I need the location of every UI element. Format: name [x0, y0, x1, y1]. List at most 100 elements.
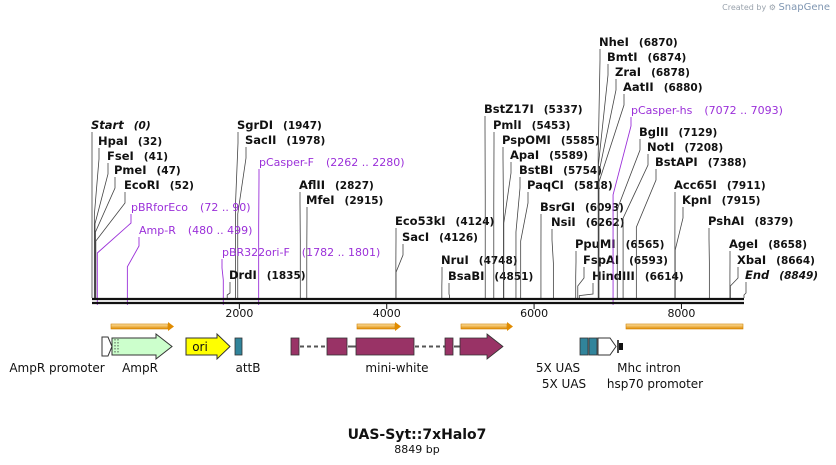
site-start: Start(0) [91, 118, 151, 298]
feature-ampr: AmpR [111, 332, 173, 375]
feature-mhc-intron: Mhc intron [617, 340, 681, 375]
mhc-intron-label: Mhc intron [617, 361, 681, 375]
feature-uas: 5X UAS 5X UAS [536, 337, 598, 391]
svg-text:XbaI(8664): XbaI(8664) [737, 253, 815, 267]
svg-text:Acc65I(7911): Acc65I(7911) [674, 178, 766, 192]
svg-text:PmeI(47): PmeI(47) [114, 163, 181, 177]
feature-mini-white: mini-white [290, 333, 504, 375]
primer-pbrforeco: pBRforEco(72 .. 90) [96, 201, 251, 305]
ori-label: ori [192, 340, 208, 354]
svg-text:BstZ17I(5337): BstZ17I(5337) [484, 102, 583, 116]
site-bstbi: BstBI(5754) [515, 163, 602, 298]
svg-text:Start(0): Start(0) [91, 118, 151, 132]
svg-text:2000: 2000 [225, 307, 253, 320]
svg-text:Amp-R(480 .. 499): Amp-R(480 .. 499) [139, 224, 252, 237]
svg-text:PspOMI(5585): PspOMI(5585) [502, 133, 600, 147]
svg-text:8000: 8000 [667, 307, 695, 320]
orf-bar [356, 322, 401, 331]
svg-text:AgeI(8658): AgeI(8658) [729, 237, 807, 251]
svg-text:PaqCI(5818): PaqCI(5818) [527, 178, 613, 192]
svg-text:PpuMI(6565): PpuMI(6565) [575, 237, 664, 251]
svg-text:BmtI(6874): BmtI(6874) [607, 50, 686, 64]
hsp70-promoter-label: hsp70 promoter [607, 377, 703, 391]
primer-pbr322ori-f: pBR322ori-F(1782 .. 1801) [221, 246, 380, 305]
svg-text:KpnI(7915): KpnI(7915) [682, 193, 760, 207]
svg-text:ZraI(6878): ZraI(6878) [615, 65, 690, 79]
svg-text:SgrDI(1947): SgrDI(1947) [237, 118, 322, 132]
svg-text:EcoRI(52): EcoRI(52) [124, 178, 194, 192]
svg-text:PmlI(5453): PmlI(5453) [493, 118, 570, 132]
attb-label: attB [236, 361, 261, 375]
svg-text:pBRforEco(72 .. 90): pBRforEco(72 .. 90) [131, 201, 251, 214]
site-saci: SacI(4126) [395, 230, 478, 298]
orf-bars [110, 322, 744, 331]
tick-2000: 2000 [225, 304, 253, 320]
site-xbai: XbaI(8664) [729, 253, 815, 298]
primer-sites: pBRforEco(72 .. 90) Amp-R(480 .. 499) pCas… [96, 104, 783, 305]
svg-text:NsiI(6262): NsiI(6262) [551, 215, 625, 229]
site-eco53ki: Eco53kI(4124) [395, 214, 494, 298]
restriction-sites: Start(0) HpaI(32)FseI(41)PmeI(47)EcoRI(52… [91, 35, 818, 298]
svg-text:pBR322ori-F(1782 .. 1801): pBR322ori-F(1782 .. 1801) [222, 246, 380, 259]
site-kpni: KpnI(7915) [674, 193, 760, 298]
svg-text:4000: 4000 [373, 307, 401, 320]
tick-6000: 6000 [520, 304, 548, 320]
site-aflii: AflII(2827) [299, 178, 374, 298]
svg-text:Eco53kI(4124): Eco53kI(4124) [395, 214, 494, 228]
site-paqci: PaqCI(5818) [520, 178, 613, 298]
svg-text:NruI(4748): NruI(4748) [441, 253, 518, 267]
feature-ori: ori [185, 332, 231, 361]
credit-created-by: Created by [722, 3, 767, 12]
site-bmti: BmtI(6874) [598, 50, 686, 298]
svg-text:HindIII(6614): HindIII(6614) [592, 269, 684, 283]
orf-bar [110, 322, 174, 331]
dna-backbone [92, 297, 744, 305]
site-pmli: PmlI(5453) [493, 118, 570, 298]
site-ecori: EcoRI(52) [95, 178, 194, 298]
site-bstz17i: BstZ17I(5337) [484, 102, 583, 298]
map-length: 8849 bp [394, 443, 439, 456]
svg-text:BstBI(5754): BstBI(5754) [519, 163, 602, 177]
feature-ampr-promoter: AmpR promoter [9, 336, 113, 375]
primer-amp-r: Amp-R(480 .. 499) [126, 224, 252, 305]
snapgene-credit: Created by ⚙ SnapGene [722, 2, 830, 13]
feature-hsp70-promoter: hsp70 promoter [597, 337, 703, 391]
svg-text:ApaI(5589): ApaI(5589) [510, 148, 588, 162]
svg-text:6000: 6000 [520, 307, 548, 320]
svg-text:HpaI(32): HpaI(32) [98, 134, 162, 148]
site-hindiii: HindIII(6614) [578, 269, 684, 298]
site-drdi: DrdI(1835) [226, 268, 306, 298]
site-pspomi: PspOMI(5585) [502, 133, 600, 298]
svg-text:pCasper-hs(7072 .. 7093): pCasper-hs(7072 .. 7093) [631, 104, 783, 117]
site-nrui: NruI(4748) [441, 253, 518, 298]
site-nsii: NsiI(6262) [551, 215, 625, 298]
ruler-ticks: 2000 4000 6000 8000 [225, 304, 695, 320]
feature-attb: attB [234, 337, 261, 375]
site-sgrdi: SgrDI(1947) [235, 118, 322, 298]
site-sacii: SacII(1978) [237, 133, 325, 298]
svg-text:FseI(41): FseI(41) [107, 149, 168, 163]
primer-pcasper-f: pCasper-F(2262 .. 2280) [258, 156, 405, 305]
svg-text:BglII(7129): BglII(7129) [639, 125, 717, 139]
site-bglii: BglII(7129) [616, 125, 717, 298]
site-end: End(8849) [743, 268, 818, 298]
site-agei: AgeI(8658) [729, 237, 807, 298]
site-apai: ApaI(5589) [503, 148, 588, 298]
tick-8000: 8000 [667, 304, 695, 320]
tick-4000: 4000 [373, 304, 401, 320]
svg-text:FspAI(6593): FspAI(6593) [583, 253, 668, 267]
svg-text:SacII(1978): SacII(1978) [245, 133, 325, 147]
site-bsrgi: BsrGI(6093) [540, 200, 624, 298]
primer-pcasper-hs: pCasper-hs(7072 .. 7093) [612, 104, 783, 305]
svg-text:BstAPI(7388): BstAPI(7388) [655, 155, 747, 169]
ampr-promoter-label: AmpR promoter [9, 361, 104, 375]
map-title: UAS-Syt::7xHalo7 [348, 427, 487, 443]
site-aatii: AatII(6880) [598, 80, 703, 298]
svg-text:MfeI(2915): MfeI(2915) [306, 193, 383, 207]
svg-text:End(8849): End(8849) [745, 268, 818, 282]
site-hpai: HpaI(32) [93, 134, 162, 298]
site-noti: NotI(7208) [622, 140, 723, 298]
svg-text:BsrGI(6093): BsrGI(6093) [540, 200, 624, 214]
credit-brand: SnapGene [778, 2, 830, 13]
